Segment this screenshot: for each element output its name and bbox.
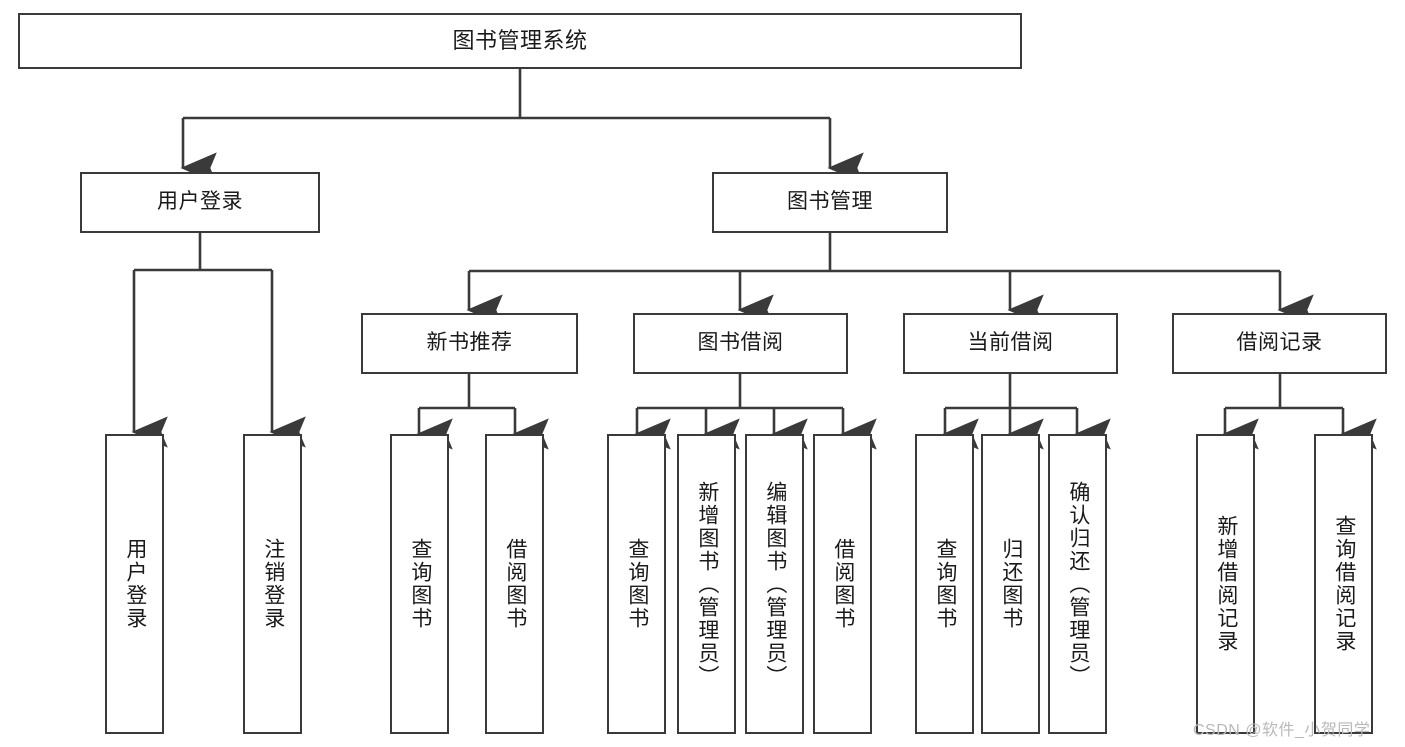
node-user-login[interactable]: 用户登录 bbox=[80, 172, 320, 233]
node-current-borrow[interactable]: 当前借阅 bbox=[903, 313, 1118, 374]
node-label: 查询图书 bbox=[625, 538, 649, 630]
node-label: 借阅图书 bbox=[831, 538, 855, 630]
node-label: 新书推荐 bbox=[426, 331, 513, 355]
node-label: 用户登录 bbox=[157, 190, 243, 214]
node-label: 查询图书 bbox=[408, 538, 432, 630]
leaf-query-book-3[interactable]: 查询图书 bbox=[915, 434, 974, 734]
leaf-query-book-1[interactable]: 查询图书 bbox=[390, 434, 449, 734]
leaf-add-book[interactable]: 新增图书（管理员） bbox=[677, 434, 736, 734]
node-book-manage[interactable]: 图书管理 bbox=[712, 172, 948, 233]
node-label: 查询图书 bbox=[933, 538, 957, 630]
node-label: 编辑图书（管理员） bbox=[763, 480, 787, 688]
leaf-borrow-book-2[interactable]: 借阅图书 bbox=[813, 434, 872, 734]
leaf-query-record[interactable]: 查询借阅记录 bbox=[1314, 434, 1373, 734]
node-label: 新增图书（管理员） bbox=[695, 480, 719, 688]
node-label: 图书管理 bbox=[787, 190, 873, 214]
node-label: 图书借阅 bbox=[697, 331, 784, 355]
node-root-system[interactable]: 图书管理系统 bbox=[18, 13, 1022, 69]
node-label: 注销登录 bbox=[261, 538, 285, 630]
node-label: 借阅记录 bbox=[1236, 331, 1323, 355]
node-label: 当前借阅 bbox=[967, 331, 1054, 355]
node-label: 确认归还（管理员） bbox=[1066, 480, 1090, 688]
leaf-borrow-book-1[interactable]: 借阅图书 bbox=[485, 434, 544, 734]
leaf-user-login[interactable]: 用户登录 bbox=[105, 434, 164, 734]
leaf-query-book-2[interactable]: 查询图书 bbox=[607, 434, 666, 734]
leaf-confirm-return[interactable]: 确认归还（管理员） bbox=[1048, 434, 1107, 734]
node-borrow-record[interactable]: 借阅记录 bbox=[1172, 313, 1387, 374]
node-label: 用户登录 bbox=[123, 538, 147, 630]
node-label: 借阅图书 bbox=[503, 538, 527, 630]
node-label: 归还图书 bbox=[999, 538, 1023, 630]
leaf-logout[interactable]: 注销登录 bbox=[243, 434, 302, 734]
leaf-return-book[interactable]: 归还图书 bbox=[981, 434, 1040, 734]
node-label: 查询借阅记录 bbox=[1332, 515, 1356, 653]
leaf-edit-book[interactable]: 编辑图书（管理员） bbox=[745, 434, 804, 734]
watermark-text: CSDN @软件_小贺同学 bbox=[1193, 722, 1371, 739]
node-book-borrow[interactable]: 图书借阅 bbox=[633, 313, 848, 374]
leaf-add-record[interactable]: 新增借阅记录 bbox=[1196, 434, 1255, 734]
node-new-book-rec[interactable]: 新书推荐 bbox=[361, 313, 578, 374]
node-label: 图书管理系统 bbox=[452, 28, 588, 54]
node-label: 新增借阅记录 bbox=[1214, 515, 1238, 653]
